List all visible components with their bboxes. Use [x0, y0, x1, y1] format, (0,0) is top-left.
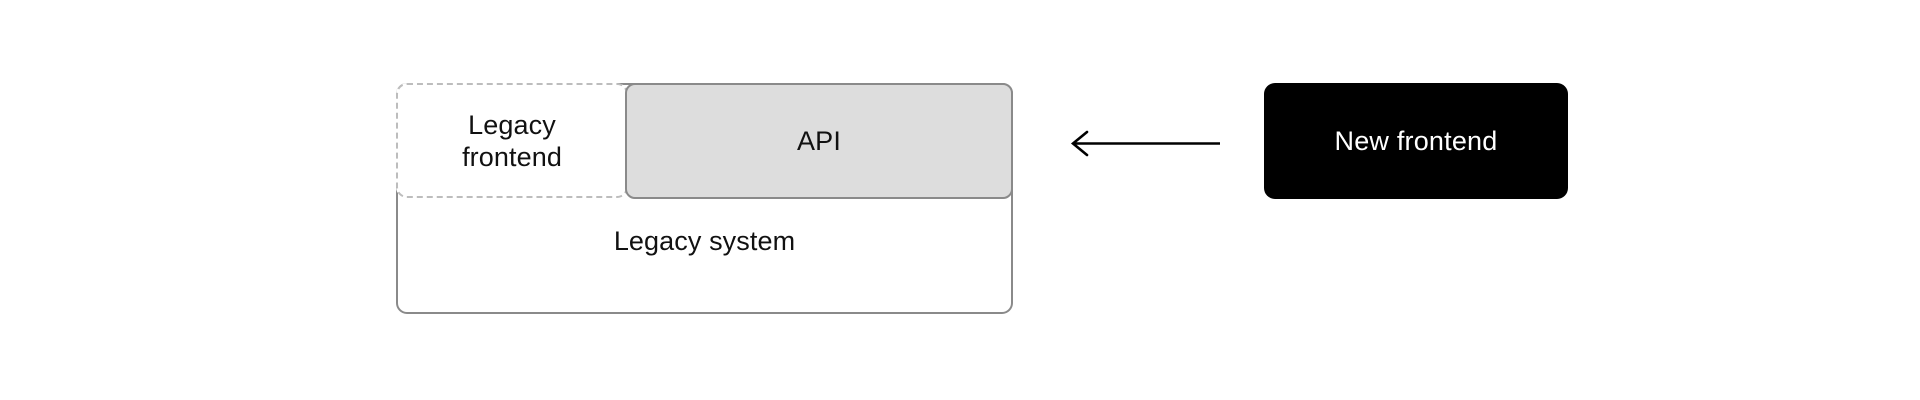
edge-new-frontend-to-api: [1060, 124, 1230, 164]
node-api-label: API: [796, 126, 842, 156]
node-legacy-frontend[interactable]: Legacy frontend: [396, 83, 628, 198]
node-new-frontend[interactable]: New frontend: [1264, 83, 1568, 199]
node-legacy-system-label: Legacy system: [613, 226, 796, 256]
node-api[interactable]: API: [625, 83, 1013, 199]
node-legacy-frontend-label: Legacy frontend: [462, 109, 562, 172]
node-new-frontend-label: New frontend: [1334, 126, 1498, 156]
left-arrow-icon: [1070, 130, 1220, 157]
